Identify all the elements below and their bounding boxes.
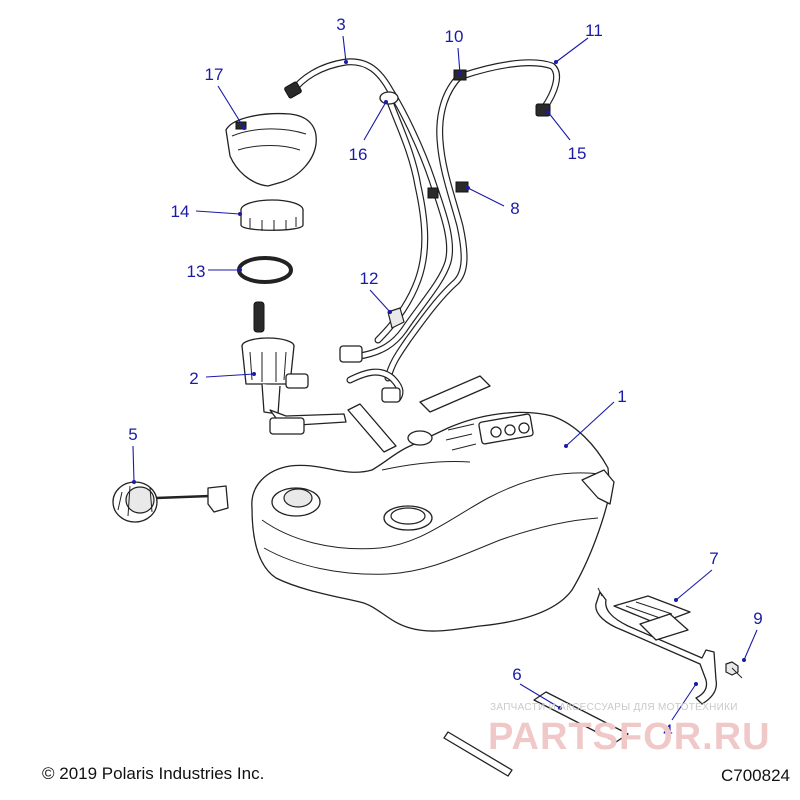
callout-labels: 1 2 3 4 5 6 7 8 9 10 11 12 13 14 15 16 1… — [128, 15, 762, 740]
callout-7: 7 — [709, 549, 718, 568]
diagram-code: C700824 — [720, 766, 790, 785]
watermark-logo: PARTSFOR.RU — [488, 716, 771, 758]
callout-16: 16 — [349, 145, 368, 164]
callout-13: 13 — [187, 262, 206, 281]
callout-15: 15 — [568, 144, 587, 163]
part-bolt — [725, 661, 743, 679]
part-strap-pad — [613, 595, 691, 641]
callout-11: 11 — [585, 21, 603, 40]
callout-14: 14 — [171, 202, 190, 221]
callout-3: 3 — [336, 15, 345, 34]
copyright-text: © 2019 Polaris Industries Inc. — [42, 764, 265, 783]
leader-lines — [132, 35, 758, 721]
part-cable-tie — [443, 731, 513, 777]
callout-8: 8 — [510, 199, 519, 218]
hose-assembly — [284, 58, 560, 403]
part-fuel-cap — [112, 481, 229, 523]
heat-shield-pads — [347, 375, 491, 453]
callout-9: 9 — [753, 609, 762, 628]
watermark-tagline: ЗАПЧАСТИ И АКСЕССУАРЫ ДЛЯ МОТОТЕХНИКИ — [490, 702, 738, 713]
part-fuel-tank — [251, 411, 615, 632]
callout-1: 1 — [617, 387, 626, 406]
callout-17: 17 — [205, 65, 224, 84]
callout-4: 4 — [663, 721, 672, 740]
callout-10: 10 — [445, 27, 464, 46]
part-lock-ring — [240, 199, 304, 231]
part-pad-strip — [533, 691, 629, 743]
callout-6: 6 — [512, 665, 521, 684]
callout-5: 5 — [128, 425, 137, 444]
part-fuel-pump — [241, 301, 347, 435]
callout-12: 12 — [360, 269, 379, 288]
part-gasket — [237, 256, 293, 284]
callout-2: 2 — [189, 369, 198, 388]
part-tank-strap — [595, 587, 718, 705]
part-fuel-pump-cover — [225, 112, 317, 187]
